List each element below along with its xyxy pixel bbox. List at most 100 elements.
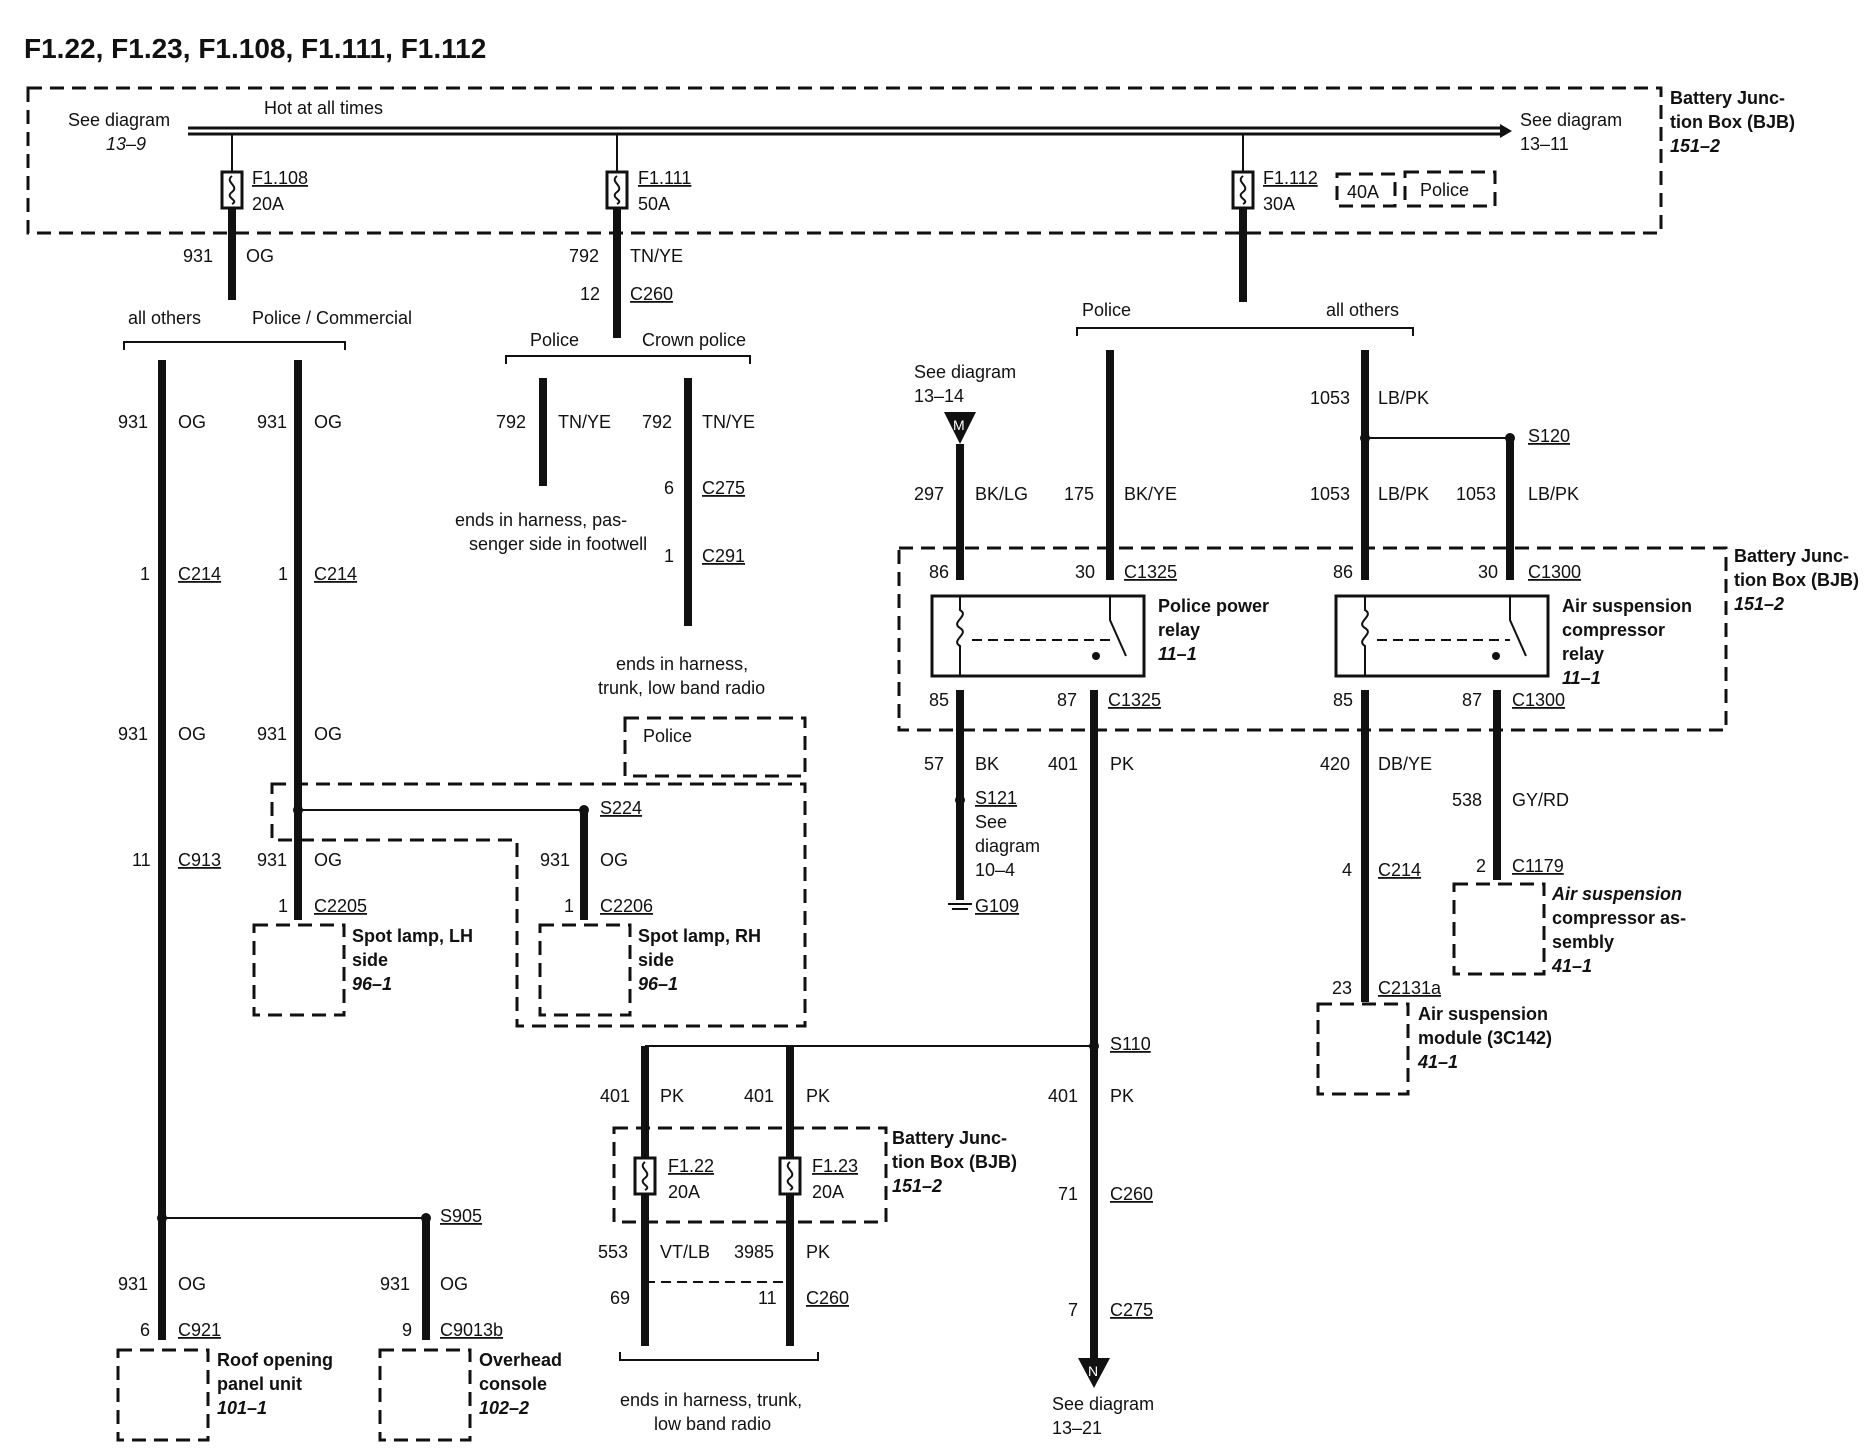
pin-12: 12 — [580, 284, 600, 304]
police-relay-label: Police power — [1158, 596, 1269, 616]
bjb-top-box — [26, 86, 1663, 235]
wire-color-og: OG — [178, 724, 206, 744]
connector-c214: C214 — [178, 564, 221, 584]
fuse-f108-element — [228, 175, 236, 205]
police-relay-body — [930, 594, 1146, 678]
air-relay-label-3: relay — [1562, 644, 1604, 664]
air-relay-ref: 11–1 — [1562, 668, 1601, 688]
roof-opening-label: Roof opening — [217, 1350, 333, 1370]
air-relay-label-2: compressor — [1562, 620, 1665, 640]
note-footwell-2: senger side in footwell — [469, 534, 647, 554]
variant-bracket-112 — [1076, 327, 1414, 336]
bjb-top-ref: 151–2 — [1670, 136, 1720, 156]
fuse-f112-police-label: Police — [1420, 180, 1469, 200]
fuse-f122-element — [641, 1161, 649, 1191]
fuse-f111-label: F1.111 — [638, 168, 691, 188]
pin-30: 30 — [1075, 562, 1095, 582]
spot-lamp-rh-label: Spot lamp, RH — [638, 926, 761, 946]
connector-n-letter: N — [1088, 1363, 1098, 1379]
wire-label-401: 401 — [1048, 754, 1078, 774]
wire-label-792: 792 — [642, 412, 672, 432]
connector-c291: C291 — [702, 546, 745, 566]
connector-c913: C913 — [178, 850, 221, 870]
see-diagram-m-ref: 13–14 — [914, 386, 964, 406]
see-diagram-right: See diagram — [1520, 110, 1622, 130]
fuse-f111-rating: 50A — [638, 194, 670, 214]
note-trunk-2: trunk, low band radio — [598, 678, 765, 698]
see-s121-1: See — [975, 812, 1007, 832]
fuse-f122-rating: 20A — [668, 1182, 700, 1202]
fuse-f112-alt-box — [1335, 172, 1397, 208]
see-diagram-n: See diagram — [1052, 1394, 1154, 1414]
fuse-f112-icon — [1231, 170, 1255, 210]
spot-lamp-lh-ref: 96–1 — [352, 974, 392, 994]
pin-11: 11 — [132, 850, 151, 870]
pin-7: 7 — [1068, 1300, 1078, 1320]
note-footwell-1: ends in harness, pas- — [455, 510, 627, 530]
connector-c9013b: C9013b — [440, 1320, 503, 1340]
spot-lamp-lh-label: Spot lamp, LH — [352, 926, 473, 946]
wire-color-lbpk: LB/PK — [1378, 388, 1429, 408]
bjb-relay-box — [897, 546, 1728, 732]
pin-2: 2 — [1476, 856, 1486, 876]
connector-c2205: C2205 — [314, 896, 367, 916]
pin-86: 86 — [929, 562, 949, 582]
fuse-f111-icon — [605, 170, 629, 210]
air-relay-contact — [1492, 652, 1500, 660]
spot-lamp-lh-label-2: side — [352, 950, 388, 970]
pin-85: 85 — [929, 690, 949, 710]
wire-color-lbpk: LB/PK — [1528, 484, 1579, 504]
connector-c921: C921 — [178, 1320, 221, 1340]
wire-color-og: OG — [314, 724, 342, 744]
overhead-console-label: Overhead — [479, 1350, 562, 1370]
variant-police-commercial: Police / Commercial — [252, 308, 412, 328]
fuse-f123-rating: 20A — [812, 1182, 844, 1202]
wire-color-lbpk: LB/PK — [1378, 484, 1429, 504]
spot-lamp-rh-label-2: side — [638, 950, 674, 970]
connector-c1300: C1300 — [1512, 690, 1565, 710]
spot-lamp-lh-box — [252, 923, 346, 1017]
pin-1: 1 — [140, 564, 150, 584]
splice-s905: S905 — [440, 1206, 482, 1226]
pin-86: 86 — [1333, 562, 1353, 582]
note-trunk-4: low band radio — [654, 1414, 771, 1434]
see-diagram-right-ref: 13–11 — [1520, 134, 1569, 154]
splice-s121: S121 — [975, 788, 1017, 808]
see-diagram-left: See diagram — [68, 110, 170, 130]
pin-87: 87 — [1462, 690, 1482, 710]
wire-label-57: 57 — [924, 754, 944, 774]
air-module-label: Air suspension — [1418, 1004, 1548, 1024]
splice-s110: S110 — [1110, 1034, 1151, 1054]
connector-c1179: C1179 — [1512, 856, 1564, 876]
bjb-top-name-1: Battery Junc- — [1670, 88, 1785, 108]
overhead-console-box — [378, 1348, 472, 1442]
bjb-lower-ref: 151–2 — [892, 1176, 942, 1196]
wire-color-og: OG — [440, 1274, 468, 1294]
wire-color-tnye: TN/YE — [558, 412, 611, 432]
pin-85: 85 — [1333, 690, 1353, 710]
fuse-f108-icon — [220, 170, 244, 210]
connector-c214: C214 — [314, 564, 357, 584]
police-relay-ref: 11–1 — [1158, 644, 1197, 664]
wire-label-420: 420 — [1320, 754, 1350, 774]
pin-9: 9 — [402, 1320, 412, 1340]
wire-color-og: OG — [178, 412, 206, 432]
wire-color-tnye: TN/YE — [630, 246, 683, 266]
variant-bracket-111 — [505, 355, 751, 364]
wire-color-pk: PK — [1110, 754, 1134, 774]
connector-c260: C260 — [1110, 1184, 1153, 1204]
bjb-relay-name-1: Battery Junc- — [1734, 546, 1849, 566]
see-diagram-n-ref: 13–21 — [1052, 1418, 1102, 1438]
wire-label-931: 931 — [183, 246, 213, 266]
connector-c1325: C1325 — [1124, 562, 1177, 582]
spot-lamp-rh-ref: 96–1 — [638, 974, 678, 994]
overhead-console-ref: 102–2 — [479, 1398, 529, 1418]
pin-30: 30 — [1478, 562, 1498, 582]
wire-label-1053: 1053 — [1456, 484, 1496, 504]
air-module-ref: 41–1 — [1417, 1052, 1458, 1072]
pin-1: 1 — [278, 564, 288, 584]
wire-label-931: 931 — [380, 1274, 410, 1294]
wire-label-931: 931 — [118, 1274, 148, 1294]
police-option-label: Police — [643, 726, 692, 746]
wire-label-931: 931 — [257, 412, 287, 432]
